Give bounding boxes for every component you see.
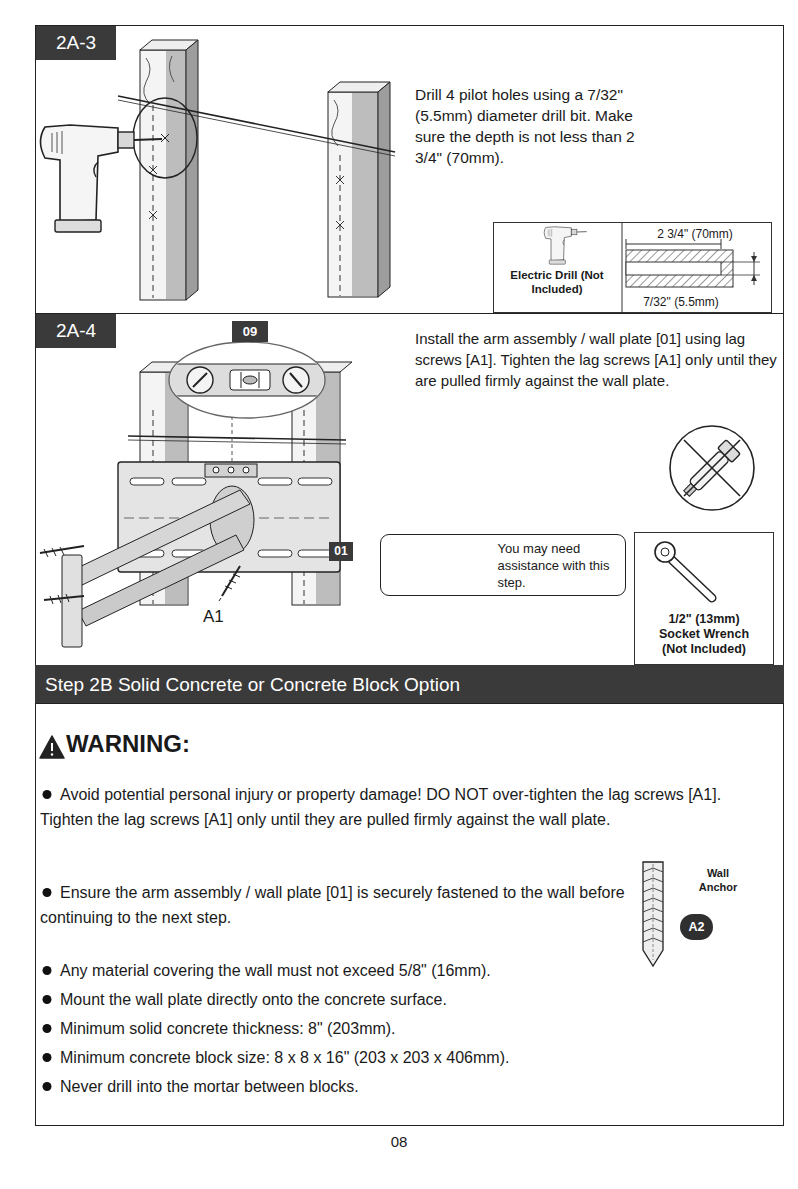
step-heading: Step 2B Solid Concrete or Concrete Block… xyxy=(45,665,775,704)
dimension-label: 7/32" (5.5mm) xyxy=(625,295,737,309)
step-tag: 2A-4 xyxy=(36,314,116,348)
warning-item: Mount the wall plate directly onto the c… xyxy=(40,987,740,1012)
part-number: A2 xyxy=(680,914,713,940)
tool-name: 1/2" (13mm) Socket Wrench (Not Included) xyxy=(649,612,759,657)
part-badge: A2 xyxy=(680,914,713,940)
tool-box: 1/2" (13mm) Socket Wrench (Not Included) xyxy=(634,532,774,665)
no-power-tool-icon xyxy=(670,426,754,510)
dimension-label: 2 3/4" (70mm) xyxy=(628,227,762,241)
step-number: 2A-3 xyxy=(36,26,116,60)
part-label: A1 xyxy=(203,607,233,627)
callout-number: 01 xyxy=(329,542,353,561)
socket-wrench-icon xyxy=(655,542,712,598)
step-number: 2A-4 xyxy=(36,314,116,348)
warning-panel: A2 WARNING: Avoid potential personal injur… xyxy=(35,703,784,1126)
step-panel: 2A-4 09 01 You may need assistance with thi… xyxy=(35,313,784,666)
callout-number: 01 xyxy=(329,542,353,561)
step-panel: 2A-3Electric Drill (Not Included) Drill 4… xyxy=(35,25,784,314)
step-band: Step 2B Solid Concrete or Concrete Block… xyxy=(35,665,784,704)
page-number: 08 xyxy=(379,1133,419,1151)
warning-item: Any material covering the wall must not … xyxy=(40,958,640,983)
instruction-text: Drill 4 pilot holes using a 7/32" (5.5mm… xyxy=(415,84,653,168)
part-label: Wall Anchor xyxy=(688,866,748,894)
warning-item: Never drill into the mortar between bloc… xyxy=(40,1074,740,1099)
warning-item: Minimum solid concrete thickness: 8" (20… xyxy=(40,1016,740,1041)
warning-item: Avoid potential personal injury or prope… xyxy=(40,782,750,832)
stud-illustration xyxy=(41,40,396,300)
note-box: You may need assistance with this step. xyxy=(380,534,626,596)
step-tag: 2A-3 xyxy=(36,26,116,60)
warning-icon xyxy=(40,736,64,758)
warning-item: Minimum concrete block size: 8 x 8 x 16"… xyxy=(40,1045,740,1070)
callout-number: 09 xyxy=(232,321,268,342)
warning-item: Ensure the arm assembly / wall plate [01… xyxy=(40,880,625,930)
callout-number: 09 xyxy=(232,321,268,342)
note-text: You may need assistance with this step. xyxy=(498,540,620,591)
tool-name: Electric Drill (Not Included) xyxy=(503,268,611,296)
wall-anchor-illustration xyxy=(643,862,663,966)
instruction-text: Install the arm assembly / wall plate [0… xyxy=(415,328,777,391)
bullet-dots xyxy=(43,790,52,1091)
warning-heading: WARNING: xyxy=(66,729,266,759)
mount-illustration xyxy=(40,342,352,647)
